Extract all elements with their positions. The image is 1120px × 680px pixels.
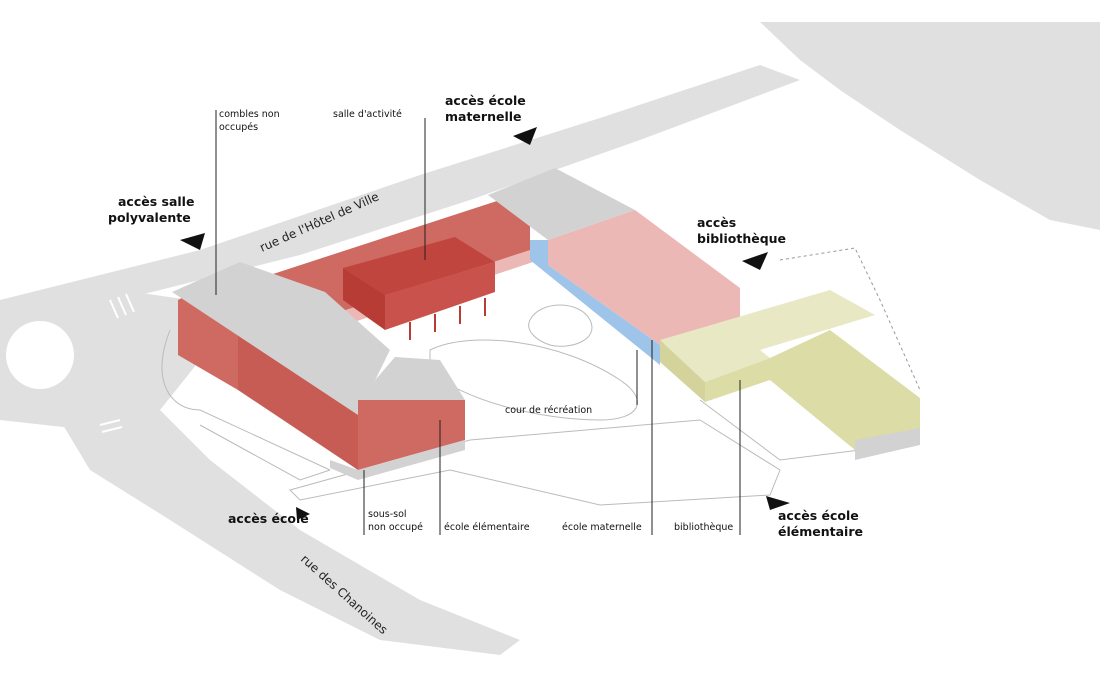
library-dashed-outline — [779, 247, 921, 391]
arrow-icon — [180, 233, 205, 250]
site-curve-left — [161, 329, 331, 471]
library-plinth — [855, 428, 920, 460]
library-roof — [660, 290, 875, 382]
rue-des-chanoines-band — [60, 400, 520, 655]
library-front — [705, 358, 770, 402]
label-combles-2: occupés — [219, 122, 258, 133]
library-side — [660, 340, 705, 402]
access-ecole: accès école — [228, 511, 309, 526]
arrow-icon — [766, 496, 790, 510]
access-biblio-1: accès — [697, 215, 736, 230]
street-network — [0, 22, 1100, 655]
arrow-icon — [513, 127, 537, 145]
building-activity-wing — [270, 200, 545, 340]
maternelle-roof — [488, 168, 635, 240]
play-area-outline — [429, 339, 638, 421]
access-salle-2: polyvalente — [108, 210, 191, 225]
arrow-icon — [296, 507, 310, 520]
salle-activite-side — [343, 268, 385, 330]
access-arrows — [180, 127, 790, 520]
salle-activite-front — [385, 262, 495, 330]
label-ecole-maternelle: école maternelle — [562, 522, 642, 533]
tree-area-outline — [528, 304, 593, 347]
access-salle-1: accès salle — [118, 194, 194, 209]
upper-street-wing — [840, 60, 1100, 150]
site-outlines — [161, 304, 861, 506]
access-maternelle-1: accès école — [445, 93, 526, 108]
salle-activite-pillars — [409, 298, 486, 340]
elementaire-end-roof — [358, 357, 465, 400]
label-sous-sol-2: non occupé — [368, 522, 423, 533]
building-elementaire — [172, 262, 465, 480]
crosswalk-marks — [99, 293, 135, 433]
label-ecole-elementaire: école élémentaire — [444, 522, 530, 533]
library-ground-edge — [699, 399, 861, 461]
maternelle-body — [548, 210, 740, 345]
building-bibliotheque — [660, 247, 921, 460]
library-east-wing — [770, 330, 920, 450]
rue-hotel-de-ville-band — [0, 65, 800, 330]
access-biblio-2: bibliothèque — [697, 231, 786, 246]
salle-activite-roof — [343, 237, 495, 295]
roundabout-island — [6, 321, 74, 389]
site-step-left — [199, 424, 331, 481]
building-maternelle — [488, 168, 740, 365]
access-elementaire-2: élémentaire — [778, 524, 863, 539]
label-bibliotheque: bibliothèque — [674, 522, 733, 533]
label-salle-activite: salle d'activité — [333, 109, 402, 120]
access-elementaire-1: accès école — [778, 508, 859, 523]
label-cour-recreation: cour de récréation — [505, 405, 592, 416]
label-sous-sol-1: sous-sol — [368, 509, 407, 520]
courtyard-boundary — [289, 419, 781, 506]
arrow-icon — [742, 252, 768, 270]
access-maternelle-2: maternelle — [445, 109, 522, 124]
leader-lines — [215, 110, 741, 535]
label-combles-1: combles non — [219, 109, 280, 120]
elementaire-roof — [172, 262, 390, 415]
blue-corridor — [530, 240, 660, 365]
